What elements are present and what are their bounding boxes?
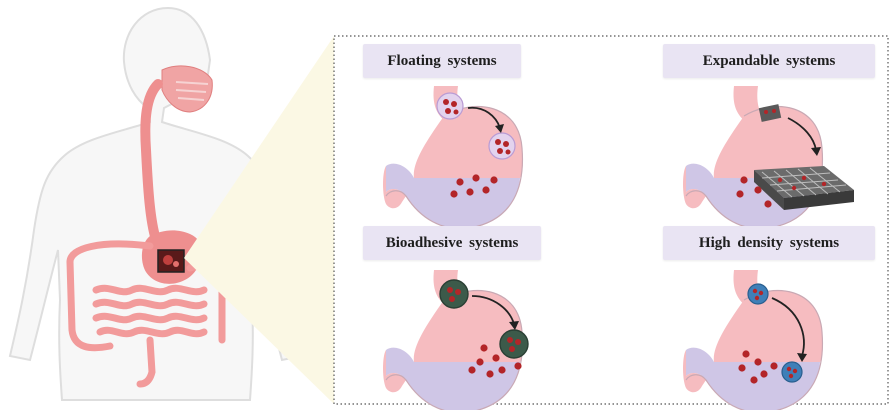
panel-label-bioadhesive: Bioadhesive systems [363, 226, 541, 260]
dense-tablet-sunk [782, 362, 802, 382]
panel-label-expandable: Expandable systems [663, 44, 875, 78]
panel-label-high-density: High density systems [663, 226, 875, 260]
adhesive-tablet-moved [500, 330, 528, 358]
panel-label-floating: Floating systems [363, 44, 521, 78]
floating-systems-illustration [383, 86, 523, 229]
dense-tablet [748, 284, 768, 304]
adhesive-tablet [440, 280, 468, 308]
floating-tablet-moved [489, 133, 515, 159]
bioadhesive-systems-illustration [383, 270, 528, 410]
floating-tablet [437, 93, 463, 119]
expandable-systems-illustration [683, 86, 854, 229]
high-density-systems-illustration [683, 270, 823, 410]
